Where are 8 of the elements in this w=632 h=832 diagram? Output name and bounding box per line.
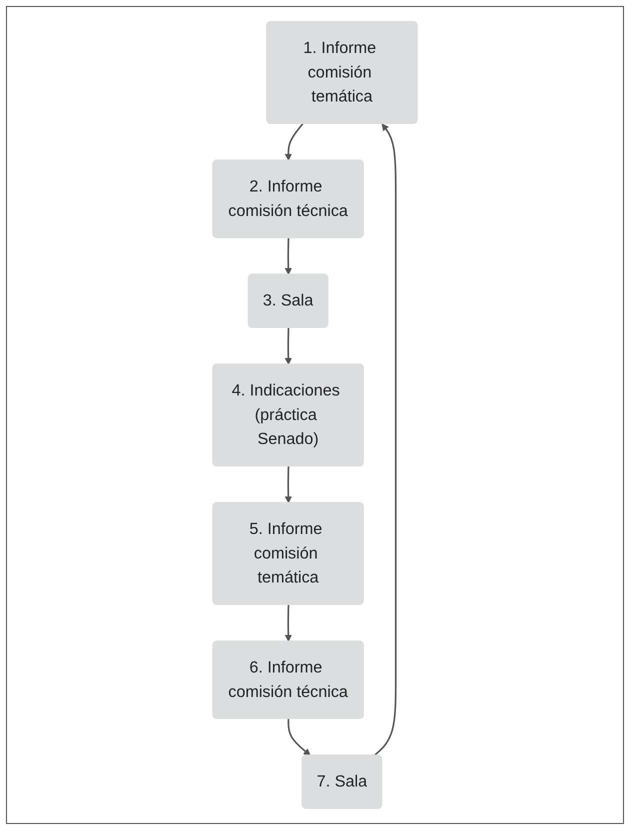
arrow [284, 466, 292, 504]
frame: 1. Informe comisión temática 2. Informe comisión técnica 3. Sala 4. Indicaciones (práctica Senado) 5. Informe comisión temática 6. Informe comisión técnica 7. Sala [6, 6, 624, 824]
arrow [284, 238, 292, 275]
arrow [284, 328, 292, 365]
arrow [288, 719, 311, 756]
arrow [374, 124, 397, 756]
arrow [284, 604, 292, 642]
arrow [284, 123, 304, 161]
